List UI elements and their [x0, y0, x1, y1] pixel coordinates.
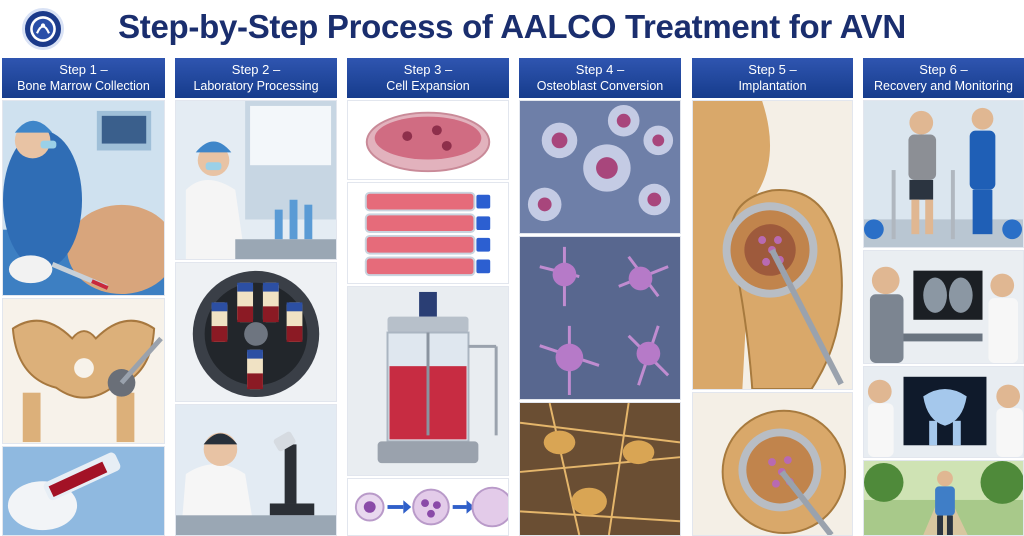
xray-review-icon — [863, 366, 1024, 458]
step-column-6: Step 6 – Recovery and Monitoring — [863, 58, 1024, 536]
park-walk-icon — [863, 460, 1024, 536]
step-header-1: Step 1 – Bone Marrow Collection — [2, 58, 165, 98]
mri-review-icon — [863, 250, 1024, 364]
step-header-2: Step 2 – Laboratory Processing — [175, 58, 337, 98]
bone-matrix-icon — [519, 402, 681, 536]
femoral-head-closeup-icon — [692, 392, 853, 536]
step-column-1: Step 1 – Bone Marrow Collection — [2, 58, 165, 536]
step-number: Step 1 – — [59, 62, 108, 77]
step-name: Osteoblast Conversion — [536, 79, 664, 93]
step-number: Step 5 – — [748, 62, 797, 77]
centrifuge-icon — [175, 262, 337, 402]
step-number: Step 3 – — [403, 62, 453, 77]
step-name: Laboratory Processing — [193, 79, 319, 93]
stem-cells-icon — [519, 100, 681, 234]
step-column-2: Step 2 – Laboratory Processing — [175, 58, 337, 536]
step-header-6: Step 6 – Recovery and Monitoring — [863, 58, 1024, 98]
step-header-3: Step 3 – Cell Expansion — [347, 58, 509, 98]
bioreactor-icon — [347, 286, 509, 476]
step-name: Cell Expansion — [386, 79, 470, 93]
step-column-4: Step 4 – Osteoblast Conversion — [519, 58, 681, 536]
step-name: Implantation — [738, 79, 807, 93]
step-number: Step 2 – — [231, 62, 281, 77]
page-title: Step-by-Step Process of AALCO Treatment … — [118, 8, 906, 45]
petri-dish-icon — [347, 100, 509, 180]
step-name: Recovery and Monitoring — [874, 79, 1013, 93]
lab-technician-icon — [175, 100, 337, 260]
clinic-logo-icon — [22, 8, 64, 50]
aspiration-photo-icon — [2, 100, 165, 296]
syringe-marrow-icon — [2, 446, 165, 536]
step-number: Step 6 – — [919, 62, 968, 77]
step-number: Step 4 – — [575, 62, 625, 77]
walker-rehab-icon — [863, 100, 1024, 248]
microscope-icon — [175, 404, 337, 536]
step-header-5: Step 5 – Implantation — [692, 58, 853, 98]
step-column-3: Step 3 – Cell Expansion — [347, 58, 509, 536]
cell-growth-icon — [347, 478, 509, 536]
femoral-head-injection-icon — [692, 100, 853, 390]
step-header-4: Step 4 – Osteoblast Conversion — [519, 58, 681, 98]
step-column-5: Step 5 – Implantation — [692, 58, 853, 536]
pelvis-illustration-icon — [2, 298, 165, 444]
step-name: Bone Marrow Collection — [17, 79, 150, 93]
culture-flasks-icon — [347, 182, 509, 284]
osteoblast-cells-icon — [519, 236, 681, 400]
page-header: Step-by-Step Process of AALCO Treatment … — [0, 0, 1024, 56]
